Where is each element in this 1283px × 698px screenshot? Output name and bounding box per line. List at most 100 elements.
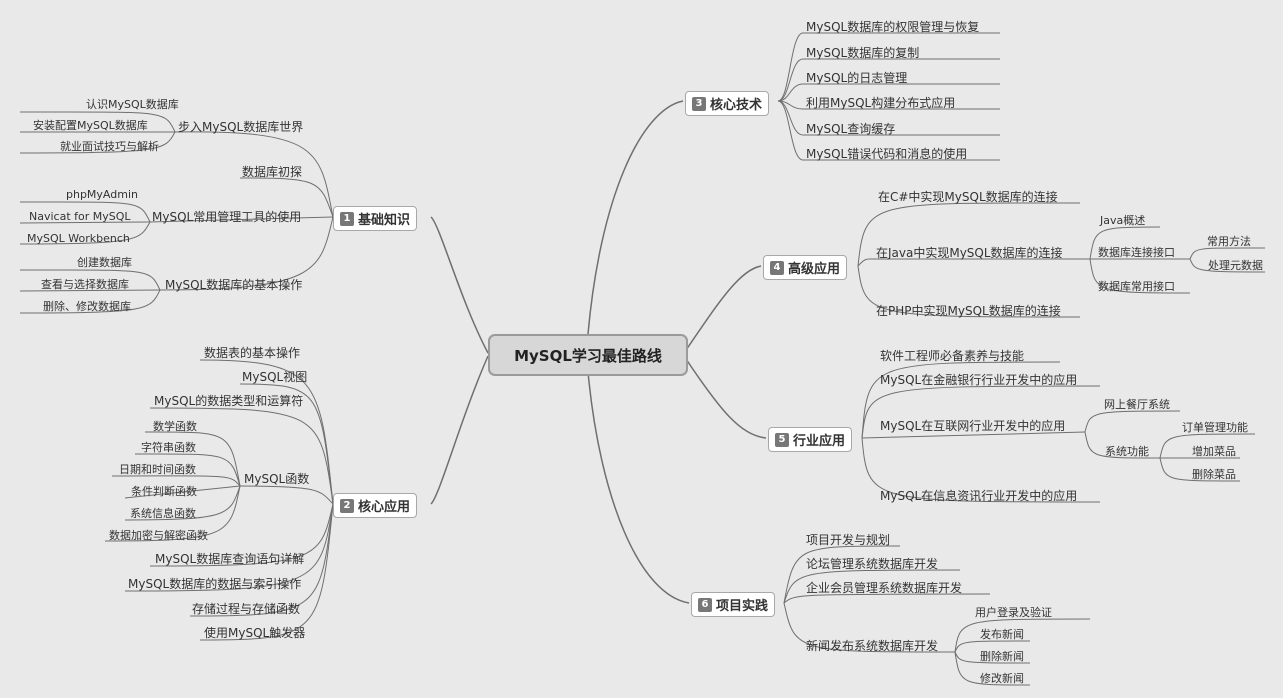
connector-line <box>954 651 1031 686</box>
subtopic-node[interactable]: 查看与选择数据库 <box>41 278 129 291</box>
topic-node[interactable]: 软件工程师必备素养与技能 <box>880 349 1025 363</box>
topic-node[interactable]: 项目开发与规划 <box>806 533 891 547</box>
subtopic-node[interactable]: 数据库连接接口 <box>1098 246 1175 259</box>
connector-line <box>19 221 151 224</box>
subtopic-node[interactable]: 修改新闻 <box>980 672 1024 685</box>
topic-node[interactable]: MySQL的数据类型和运算符 <box>154 394 304 408</box>
subtopic-node[interactable]: 删除菜品 <box>1192 468 1236 481</box>
topic-node[interactable]: MySQL数据库的复制 <box>806 46 920 60</box>
connector-line <box>777 100 1000 161</box>
topic-node[interactable]: 利用MySQL构建分布式应用 <box>806 96 956 110</box>
topic-node[interactable]: 论坛管理系统数据库开发 <box>806 557 939 571</box>
subtopic-node[interactable]: 认识MySQL数据库 <box>86 98 179 111</box>
topic-node[interactable]: 数据表的基本操作 <box>204 346 301 360</box>
topic-node[interactable]: 在PHP中实现MySQL数据库的连接 <box>876 304 1061 318</box>
topic-node[interactable]: MySQL函数 <box>244 472 310 486</box>
topic-node[interactable]: 存储过程与存储函数 <box>192 602 301 616</box>
topic-node[interactable]: MySQL数据库查询语句详解 <box>155 552 305 566</box>
subtopic-node[interactable]: 发布新闻 <box>980 628 1024 641</box>
subtopic-node[interactable]: MySQL Workbench <box>27 232 130 245</box>
connector-line <box>861 437 1101 503</box>
root-node[interactable]: MySQL学习最佳路线 <box>488 334 688 376</box>
subtopic-node[interactable]: 数学函数 <box>153 420 197 433</box>
subtopic-node[interactable]: 增加菜品 <box>1192 445 1236 458</box>
subtopic-node[interactable]: 创建数据库 <box>77 256 132 269</box>
connector-line <box>1084 431 1161 459</box>
connector-line <box>199 503 334 641</box>
connector-line <box>861 431 1086 439</box>
topic-node[interactable]: MySQL的日志管理 <box>806 71 908 85</box>
branch-number-badge: 1 <box>340 211 354 226</box>
subtopic-node[interactable]: 日期和时间函数 <box>119 463 196 476</box>
branch-node-core-technology[interactable]: 3 核心技术 <box>685 91 770 116</box>
subtopic-node[interactable]: Navicat for MySQL <box>29 210 131 223</box>
branch-number-badge: 4 <box>770 260 784 275</box>
subtopic-node[interactable]: 系统功能 <box>1105 445 1149 458</box>
connector-line <box>19 131 176 154</box>
connector-line <box>783 602 956 653</box>
connector-line <box>19 201 151 223</box>
topic-node[interactable]: 新闻发布系统数据库开发 <box>806 639 939 653</box>
root-label: MySQL学习最佳路线 <box>514 346 662 365</box>
subtopic-node[interactable]: 网上餐厅系统 <box>1104 398 1170 411</box>
subtopic-node[interactable]: 字符串函数 <box>141 441 196 454</box>
branch-node-basics[interactable]: 1 基础知识 <box>333 206 418 231</box>
branch-title: 项目实践 <box>716 599 769 614</box>
subtopic-node[interactable]: 条件判断函数 <box>131 485 197 498</box>
connector-line <box>857 258 1090 267</box>
topic-node[interactable]: MySQL常用管理工具的使用 <box>152 210 302 224</box>
subtopic-node[interactable]: 删除新闻 <box>980 650 1024 663</box>
topic-node[interactable]: 步入MySQL数据库世界 <box>178 120 304 134</box>
connector-line <box>19 221 151 245</box>
topic-node[interactable]: MySQL视图 <box>242 370 308 384</box>
topic-node[interactable]: 企业会员管理系统数据库开发 <box>806 581 963 595</box>
connector-line <box>144 431 241 487</box>
branch-node-industry-applications[interactable]: 5 行业应用 <box>768 427 853 452</box>
topic-node[interactable]: 在Java中实现MySQL数据库的连接 <box>876 246 1063 260</box>
subtopic-node[interactable]: 数据加密与解密函数 <box>109 529 208 542</box>
subtopic-node[interactable]: 系统信息函数 <box>130 507 196 520</box>
subtopic-node[interactable]: 删除、修改数据库 <box>43 300 131 313</box>
connector-line <box>19 289 161 292</box>
branch-node-project-practice[interactable]: 6 项目实践 <box>691 592 776 617</box>
branch-number-badge: 6 <box>698 597 712 612</box>
topic-node[interactable]: MySQL数据库的数据与索引操作 <box>128 577 302 591</box>
connector-line <box>777 58 1000 102</box>
subtopic-node[interactable]: 安装配置MySQL数据库 <box>33 119 148 132</box>
connector-line <box>149 216 334 223</box>
connector-line <box>239 383 334 505</box>
connector-line <box>124 503 334 592</box>
subtopic-node[interactable]: 用户登录及验证 <box>975 606 1052 619</box>
topic-node[interactable]: MySQL数据库的基本操作 <box>165 278 303 292</box>
topic-node[interactable]: MySQL在金融银行行业开发中的应用 <box>880 373 1078 387</box>
topic-node[interactable]: MySQL数据库的权限管理与恢复 <box>806 20 980 34</box>
subtopic-node[interactable]: 就业面试技巧与解析 <box>60 140 159 153</box>
connector-line <box>430 216 489 354</box>
connector-line <box>19 289 161 314</box>
connector-line <box>1159 457 1241 482</box>
connector-line <box>124 485 241 521</box>
subtopic-node[interactable]: phpMyAdmin <box>66 188 138 201</box>
connector-line <box>149 503 334 567</box>
topic-node[interactable]: 使用MySQL触发器 <box>204 626 306 640</box>
connector-line <box>783 569 961 604</box>
subtopic-node[interactable]: 处理元数据 <box>1208 259 1263 272</box>
connector-line <box>777 83 1000 102</box>
topic-node[interactable]: MySQL错误代码和消息的使用 <box>806 147 968 161</box>
connector-line <box>19 269 161 291</box>
topic-node[interactable]: MySQL在信息资讯行业开发中的应用 <box>880 489 1078 503</box>
topic-node[interactable]: MySQL在互联网行业开发中的应用 <box>880 419 1066 433</box>
connector-line <box>134 453 241 487</box>
subtopic-node[interactable]: 常用方法 <box>1207 235 1251 248</box>
subtopic-node[interactable]: 订单管理功能 <box>1182 421 1248 434</box>
branch-node-advanced-applications[interactable]: 4 高级应用 <box>763 255 848 280</box>
subtopic-node[interactable]: Java概述 <box>1100 214 1146 227</box>
connector-line <box>954 640 1031 653</box>
connector-line <box>587 371 690 604</box>
topic-node[interactable]: 数据库初探 <box>242 165 303 179</box>
subtopic-node[interactable]: 数据库常用接口 <box>1098 280 1175 293</box>
topic-node[interactable]: MySQL查询缓存 <box>806 122 896 136</box>
connector-line <box>857 202 1081 267</box>
topic-node[interactable]: 在C#中实现MySQL数据库的连接 <box>878 190 1058 204</box>
branch-node-core-applications[interactable]: 2 核心应用 <box>333 493 418 518</box>
